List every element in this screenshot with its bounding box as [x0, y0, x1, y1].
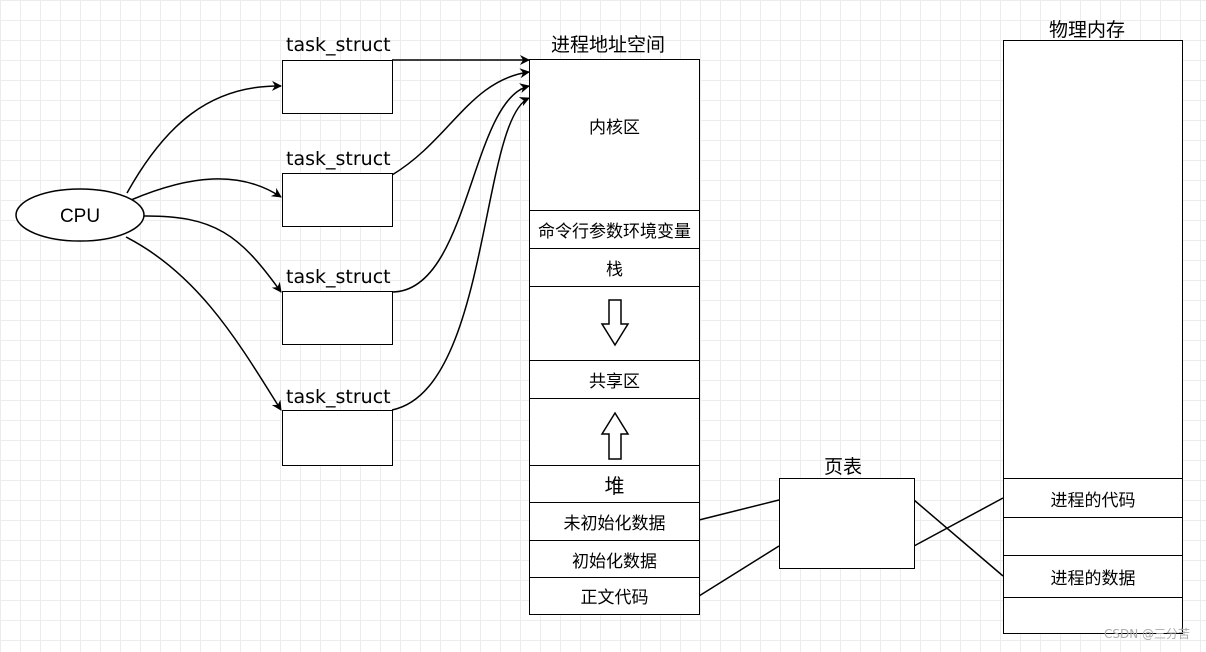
task-struct-box-2: [282, 173, 393, 227]
heap-region: 堆: [530, 466, 699, 503]
stack-growth-area: [530, 287, 699, 361]
task-struct-label-4: task_struct: [286, 386, 391, 408]
pagetable-to-code-line: [913, 497, 1004, 547]
task4-to-space-arrow: [391, 97, 530, 411]
pagetable-to-data-line: [913, 499, 1004, 577]
heap-growth-area: [530, 399, 699, 466]
watermark: CSDN @三分苦: [1103, 627, 1190, 641]
physical-memory-title: 物理内存: [1049, 19, 1126, 41]
stack-region: 栈: [530, 249, 699, 287]
bss-region: 未初始化数据: [530, 503, 699, 541]
task3-to-space-arrow: [391, 83, 530, 293]
heap-label: 堆: [604, 473, 625, 498]
physical-memory: 进程的代码 进程的数据: [1003, 40, 1183, 634]
down-arrow-icon: [600, 298, 629, 346]
up-arrow-icon: [600, 411, 629, 460]
kernel-region-label: 内核区: [589, 117, 640, 138]
process-code-label: 进程的代码: [1050, 490, 1136, 511]
text-region: 正文代码: [530, 578, 699, 613]
bss-label: 未初始化数据: [563, 514, 666, 534]
process-data-label: 进程的数据: [1050, 569, 1136, 589]
args-env-label: 命令行参数环境变量: [538, 222, 691, 242]
shared-label: 共享区: [589, 372, 640, 392]
kernel-region: 内核区: [530, 60, 699, 211]
address-space-title: 进程地址空间: [551, 34, 666, 56]
cpu-to-task4-arrow: [125, 236, 282, 411]
task-struct-box-4: [282, 410, 393, 466]
stack-label: 栈: [606, 260, 623, 280]
page-table-title: 页表: [824, 456, 863, 478]
cpu-label: CPU: [60, 206, 100, 227]
page-table-box: [779, 478, 915, 569]
task-struct-box-3: [282, 291, 393, 345]
memory-gap-block: [1004, 518, 1182, 556]
shared-region: 共享区: [530, 361, 699, 399]
cpu-to-task2-arrow: [130, 178, 282, 201]
task-struct-label-3: task_struct: [286, 266, 391, 288]
process-code-block: 进程的代码: [1004, 478, 1182, 518]
address-space: 内核区 命令行参数环境变量 栈 共享区 堆 未初始化数据 初始化数据 正文代码: [529, 59, 700, 615]
process-data-block: 进程的数据: [1004, 556, 1182, 598]
cpu-node: CPU: [15, 188, 145, 242]
data-region: 初始化数据: [530, 541, 699, 578]
cpu-to-task1-arrow: [126, 80, 282, 194]
task2-to-space-arrow: [391, 68, 530, 176]
task-struct-label-2: task_struct: [286, 148, 391, 170]
text-to-pagetable-line: [698, 545, 780, 597]
bss-to-pagetable-line: [698, 499, 780, 521]
text-label: 正文代码: [580, 588, 649, 608]
cpu-to-task3-arrow: [141, 215, 282, 293]
task-struct-box-1: [282, 60, 393, 114]
args-env-region: 命令行参数环境变量: [530, 211, 699, 249]
data-label: 初始化数据: [572, 551, 657, 572]
task-struct-label-1: task_struct: [286, 34, 391, 56]
